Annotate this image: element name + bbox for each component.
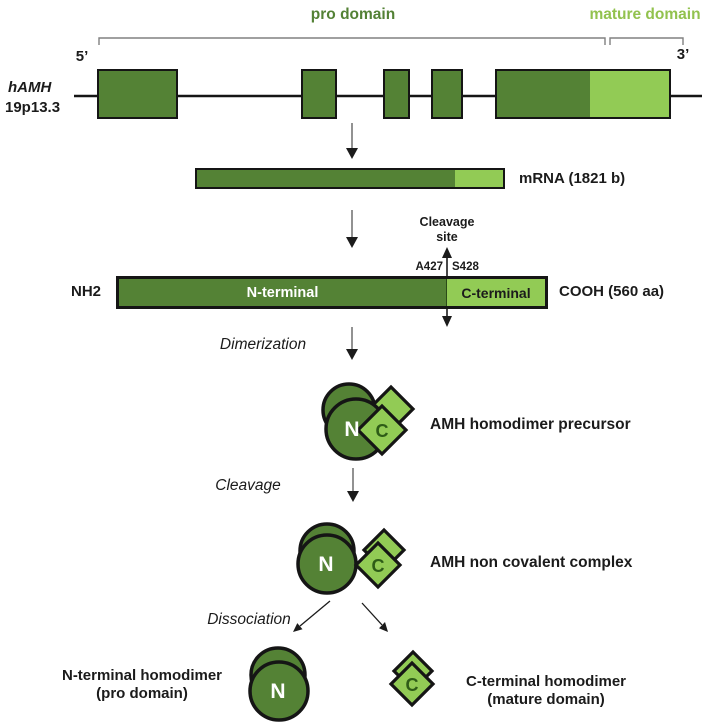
mrna-bar (195, 168, 505, 189)
exon-4 (431, 68, 463, 119)
pro-domain-label: pro domain (310, 6, 396, 23)
dissociation-label: Dissociation (207, 611, 291, 628)
c-homodimer-c-letter: C (406, 675, 419, 695)
cleavage-site-line1: Cleavage (419, 215, 475, 229)
precursor-n-letter: N (344, 418, 359, 441)
three-prime-label: 3’ (676, 46, 690, 63)
c-homodimer-front-diamond (388, 660, 436, 708)
protein-bar: N-terminal C-terminal (116, 276, 548, 309)
arrow-dimerization (346, 327, 358, 360)
precursor-label: AMH homodimer precursor (430, 416, 631, 433)
n-homodimer-label-line2: (pro domain) (96, 685, 188, 702)
exon-2 (301, 68, 337, 119)
c-homodimer-label-line2: (mature domain) (487, 691, 605, 708)
noncovalent-n-letter: N (318, 553, 333, 576)
arrow-mrna-to-protein (346, 210, 358, 248)
nh2-label: NH2 (70, 283, 101, 300)
cleavage-step-label: Cleavage (215, 477, 281, 494)
noncovalent-c-letter: C (372, 556, 385, 576)
mrna-mature-segment (455, 170, 503, 187)
exon-1 (97, 68, 178, 119)
protein-n-terminal-segment: N-terminal (119, 279, 447, 306)
noncovalent-shapes: N C (296, 522, 407, 595)
exon-5-pro-segment (497, 70, 590, 117)
mature-domain-label: mature domain (589, 6, 701, 23)
residue-a427-label: A427 (415, 261, 444, 273)
protein-c-terminal-segment: C-terminal (447, 279, 545, 306)
n-homodimer-front-circle (248, 660, 310, 722)
exon-3 (383, 68, 410, 119)
gene-symbol: hAMH (8, 79, 52, 96)
noncovalent-front-diamond (353, 540, 403, 590)
precursor-shapes: N C (321, 382, 416, 461)
noncovalent-label: AMH non covalent complex (430, 554, 633, 571)
n-homodimer-label-line1: N-terminal homodimer (61, 667, 223, 684)
c-homodimer-label-line1: C-terminal homodimer (465, 673, 627, 690)
dimerization-label: Dimerization (219, 336, 307, 353)
arrow-dissociation-right (361, 602, 388, 632)
c-homodimer-shapes: C (388, 649, 436, 708)
arrow-cleavage (347, 468, 359, 502)
n-homodimer-label: N-terminal homodimer(pro domain) (62, 667, 222, 703)
residue-s428-label: S428 (452, 261, 479, 273)
mrna-pro-segment (197, 170, 455, 187)
arrow-gene-to-mrna (346, 123, 358, 159)
precursor-c-letter: C (376, 421, 389, 441)
gene-locus: 19p13.3 (5, 99, 61, 116)
mrna-label: mRNA (1821 b) (519, 170, 626, 187)
arrow-dissociation-left (293, 600, 331, 632)
five-prime-label: 5’ (75, 48, 89, 65)
pro-domain-bracket (98, 37, 606, 45)
cleavage-site-line2: site (436, 229, 458, 244)
cooh-label: COOH (560 aa) (559, 283, 665, 300)
precursor-front-diamond (355, 403, 409, 457)
exon-5 (495, 68, 671, 119)
c-homodimer-label: C-terminal homodimer(mature domain) (466, 673, 626, 709)
n-homodimer-shapes: N (248, 646, 310, 722)
n-homodimer-n-letter: N (270, 680, 285, 703)
exon-5-mature-segment (590, 70, 669, 117)
mature-domain-bracket (609, 37, 684, 45)
